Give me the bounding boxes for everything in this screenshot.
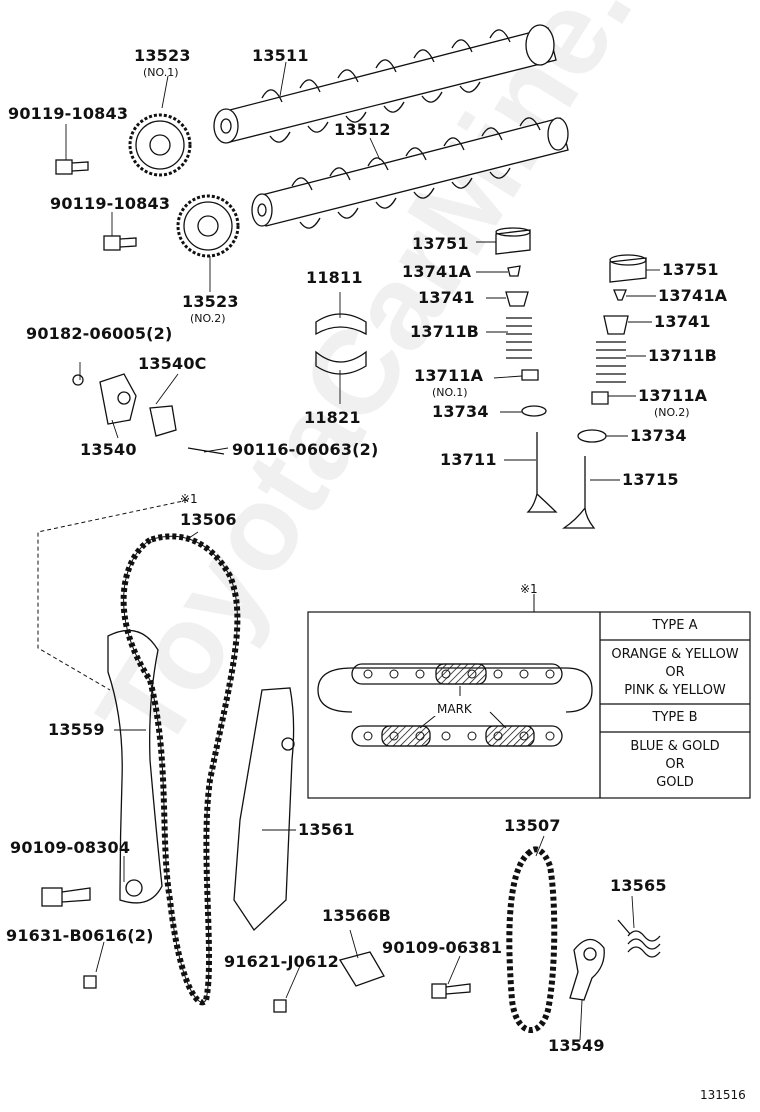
label-90116: 90116-06063(2) (232, 440, 379, 459)
label-13711A-left-sub: (NO.1) (432, 386, 468, 399)
label-90109-a: 90109-08304 (10, 838, 131, 857)
label-13711A-right-sub: (NO.2) (654, 406, 690, 419)
label-90182: 90182-06005(2) (26, 324, 173, 343)
label-13549: 13549 (548, 1036, 605, 1055)
label-13512: 13512 (334, 120, 391, 139)
label-13751-right: 13751 (662, 260, 719, 279)
callout-dashed (37, 499, 189, 691)
label-13507: 13507 (504, 816, 561, 835)
label-90119-b: 90119-10843 (50, 194, 171, 213)
timing-chain-13506 (120, 533, 241, 1006)
label-90109-b: 90109-06381 (382, 938, 503, 957)
label-13511: 13511 (252, 46, 309, 65)
label-91621: 91621-J0612 (224, 952, 339, 971)
label-13751-left: 13751 (412, 234, 469, 253)
sprocket-no1 (128, 113, 192, 177)
chain-guide-13561 (233, 687, 295, 931)
label-13523-no1: 13523 (134, 46, 191, 65)
bearing-11811 (315, 313, 367, 375)
label-13741-left: 13741 (418, 288, 475, 307)
label-13565: 13565 (610, 876, 667, 895)
label-13523-no2-sub: (NO.2) (190, 312, 226, 325)
legend-mark-label: MARK (434, 702, 475, 716)
leader-lines (65, 61, 660, 1041)
label-11821: 11821 (304, 408, 361, 427)
legend-type-a-colors: ORANGE & YELLOW OR PINK & YELLOW (611, 647, 739, 698)
label-13506: 13506 (180, 510, 237, 529)
tensioner-13540 (72, 373, 225, 455)
label-13506-note: ※1 (180, 492, 198, 506)
label-13566B: 13566B (322, 906, 392, 925)
spring-13565 (617, 919, 661, 958)
chain-link-row-bottom (351, 725, 563, 747)
label-13559: 13559 (48, 720, 105, 739)
legend-ref: ※1 (520, 582, 538, 596)
camshaft-13511 (213, 24, 557, 144)
figure-number: 131516 (700, 1088, 746, 1102)
oil-pump-chain-13507 (506, 846, 558, 1033)
plate-13566B (338, 951, 385, 987)
tensioner-arm-13549 (569, 938, 605, 1001)
label-13715: 13715 (622, 470, 679, 489)
legend-type-b: TYPE B (652, 710, 698, 725)
legend-box (307, 611, 751, 799)
label-13523-no2: 13523 (182, 292, 239, 311)
label-13741-right: 13741 (654, 312, 711, 331)
label-13711B-left: 13711B (410, 322, 480, 341)
label-13540C: 13540C (138, 354, 207, 373)
label-13734-left: 13734 (432, 402, 489, 421)
valve-assembly-left (495, 227, 558, 513)
label-13711B-right: 13711B (648, 346, 718, 365)
valve-assembly-right (561, 254, 647, 529)
label-91631: 91631-B0616(2) (6, 926, 154, 945)
label-13741A-right: 13741A (658, 286, 728, 305)
label-11811: 11811 (306, 268, 363, 287)
sprocket-no2 (176, 194, 240, 258)
label-13540: 13540 (80, 440, 137, 459)
label-13711: 13711 (440, 450, 497, 469)
label-13734-right: 13734 (630, 426, 687, 445)
chain-guide-13559 (107, 629, 163, 904)
label-13711A-right: 13711A (638, 386, 708, 405)
label-13561: 13561 (298, 820, 355, 839)
label-90119-a: 90119-10843 (8, 104, 129, 123)
bolt-icon (41, 159, 471, 1013)
label-13523-no1-sub: (NO.1) (143, 66, 179, 79)
legend-type-a: TYPE A (652, 618, 698, 633)
camshaft-13512 (251, 117, 569, 229)
label-13741A-left: 13741A (402, 262, 472, 281)
legend-type-b-colors: BLUE & GOLD OR GOLD (630, 739, 720, 790)
label-13711A-left: 13711A (414, 366, 484, 385)
